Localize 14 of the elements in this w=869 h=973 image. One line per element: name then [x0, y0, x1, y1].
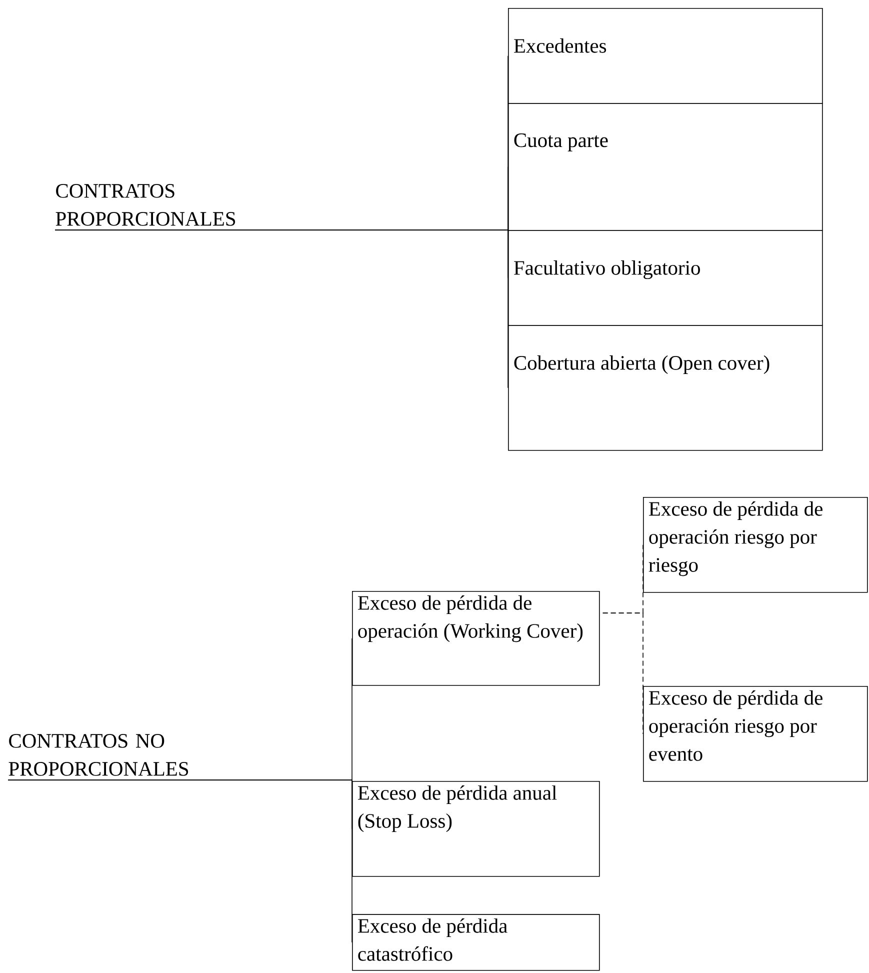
text-box: Exceso de pérdida anual (Stop Loss)	[352, 781, 600, 877]
category-label: CONTRATOS NO PROPORCIONALES	[8, 734, 188, 776]
text-box: Excedentes	[508, 8, 823, 104]
connector-line	[602, 612, 644, 734]
text-box: Exceso de pérdida catastrófico	[352, 914, 600, 971]
connector-line	[54, 230, 508, 388]
text-box: Exceso de pérdida de operación riesgo por evento	[643, 686, 868, 782]
connector-line	[8, 780, 352, 943]
text-box: Facultativo obligatorio	[508, 230, 823, 326]
text-box: Cobertura abierta (Open cover)	[508, 325, 823, 451]
text-box: Cuota parte	[508, 103, 823, 231]
category-label: CONTRATOS PROPORCIONALES	[56, 184, 236, 226]
text-box: Exceso de pérdida de operación (Working Cover)	[352, 591, 600, 686]
text-box: Exceso de pérdida de operación riesgo por riesgo	[643, 497, 868, 593]
